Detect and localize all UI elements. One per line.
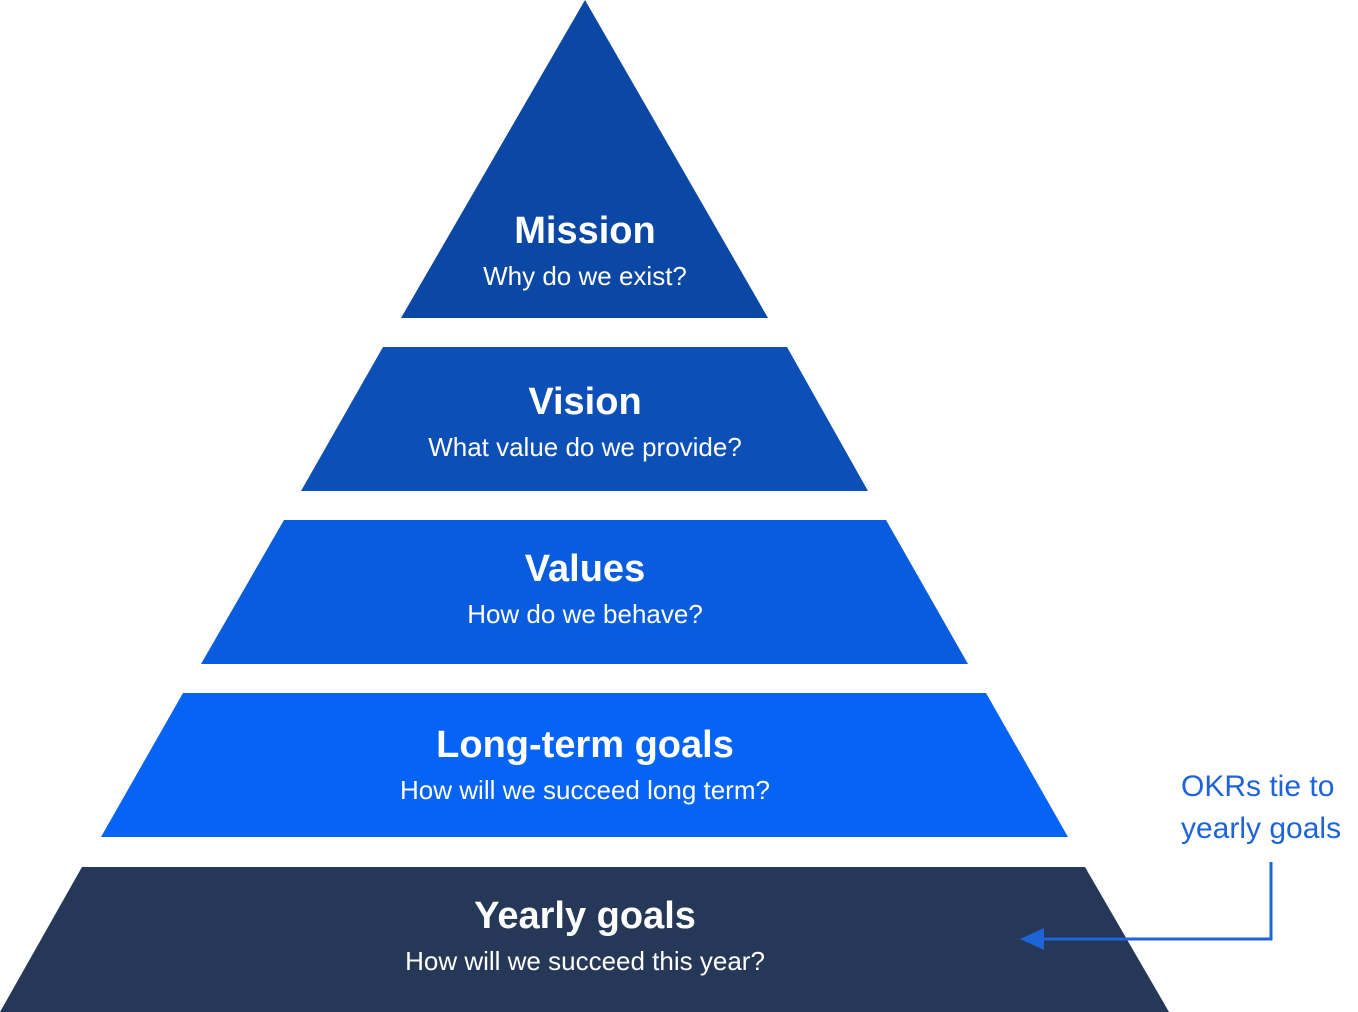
okr-callout-arrow-head-icon bbox=[1020, 928, 1044, 950]
tier-mission-title: Mission bbox=[514, 210, 655, 252]
tier-long-term-goals: Long-term goals How will we succeed long… bbox=[101, 693, 1068, 837]
tier-mission: Mission Why do we exist? bbox=[401, 0, 768, 318]
tier-vision-shape bbox=[301, 347, 868, 491]
tier-values: Values How do we behave? bbox=[201, 520, 968, 664]
tier-mission-shape bbox=[401, 0, 768, 318]
tier-long-term-goals-subtitle: How will we succeed long term? bbox=[400, 775, 770, 805]
okr-callout-connector-line bbox=[1040, 862, 1273, 941]
tier-yearly-goals-title: Yearly goals bbox=[474, 895, 696, 937]
tier-values-title: Values bbox=[525, 548, 645, 590]
tier-long-term-goals-shape bbox=[101, 693, 1068, 837]
tier-vision-subtitle: What value do we provide? bbox=[428, 432, 742, 462]
tier-yearly-goals-shape bbox=[0, 867, 1169, 1012]
okr-callout-line-2: yearly goals bbox=[1181, 812, 1341, 845]
tier-yearly-goals-subtitle: How will we succeed this year? bbox=[405, 946, 765, 976]
okr-callout-line-1: OKRs tie to bbox=[1181, 770, 1334, 803]
tier-yearly-goals: Yearly goals How will we succeed this ye… bbox=[0, 867, 1169, 1012]
okr-callout: OKRs tie to yearly goals bbox=[1020, 770, 1341, 950]
tier-values-shape bbox=[201, 520, 968, 664]
tier-mission-subtitle: Why do we exist? bbox=[483, 261, 687, 291]
tier-vision: Vision What value do we provide? bbox=[301, 347, 868, 491]
tier-vision-title: Vision bbox=[528, 381, 641, 423]
tier-values-subtitle: How do we behave? bbox=[467, 599, 703, 629]
tier-long-term-goals-title: Long-term goals bbox=[436, 724, 734, 766]
